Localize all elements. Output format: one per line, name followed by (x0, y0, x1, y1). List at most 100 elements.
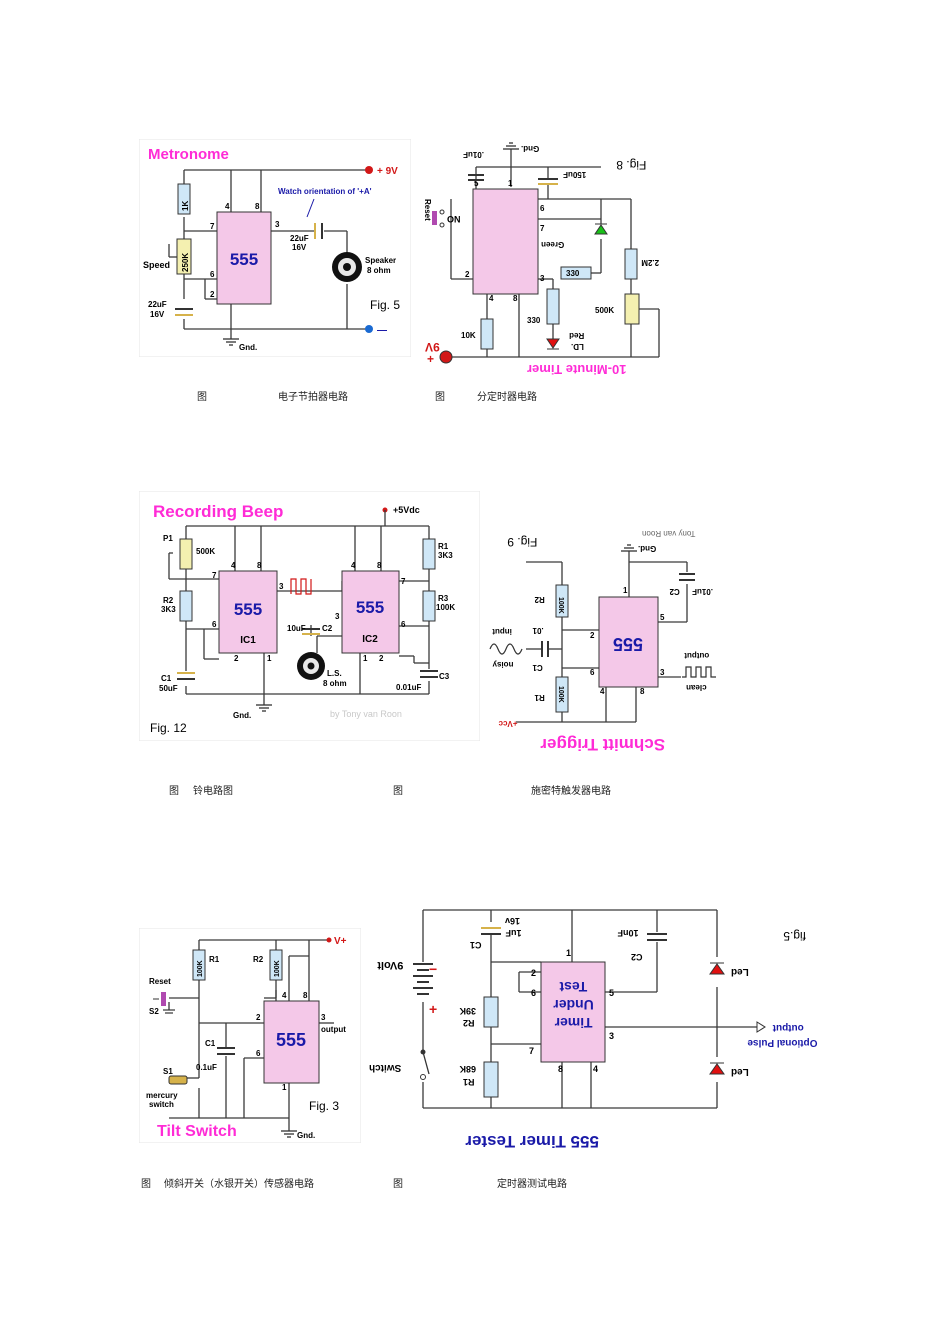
caption-schmitt: 施密特触发器电路 (531, 782, 611, 797)
beep-ic1-pin: 7 (212, 571, 217, 580)
timer-r330a (560, 266, 592, 280)
tester-pin: 1 (566, 948, 571, 958)
beep-ic1 (218, 570, 278, 654)
schmitt-credit: Tony van Roon (642, 529, 695, 538)
tester-pin: 7 (529, 1046, 534, 1056)
schmitt-c1-label: C1 (532, 663, 543, 672)
metronome-neg-dot (365, 325, 373, 333)
timer-gnd-label: Gnd. (521, 144, 539, 153)
caption-metronome: 电子节拍器电路 (278, 388, 348, 403)
caption-text: 分定时器电路 (477, 392, 537, 403)
schmitt-pin: 6 (590, 668, 595, 677)
schmitt-r2 (555, 584, 569, 618)
tester-r1-label: R1 (463, 1077, 475, 1087)
timer-pin: 8 (513, 294, 518, 303)
metronome-r1-label: 1K (181, 201, 190, 211)
tester-pin: 4 (593, 1064, 598, 1074)
timer-pot-label: 500K (595, 306, 614, 315)
tester-c1volt: 16v (505, 916, 520, 926)
caption-text: 施密特触发器电路 (531, 786, 611, 797)
tester-r1 (483, 1061, 499, 1098)
schmitt-c1-value: .01 (532, 626, 544, 635)
metronome-supply-label: + 9V (377, 166, 398, 177)
tilt-r2-label: R2 (253, 955, 264, 964)
beep-fig-label: Fig. 12 (150, 721, 187, 735)
timer-fig-label: Fig. 8 (616, 158, 646, 172)
tilt-output-label: output (321, 1025, 346, 1034)
beep-c3-value: 0.01uF (396, 683, 421, 692)
beep-ic1-label: 555 (234, 600, 262, 619)
metronome-cap2-label: 22uF (290, 234, 309, 243)
timer-title: 10-Minute Timer (527, 362, 626, 377)
beep-c3-label: C3 (439, 672, 450, 681)
timer-pin: 6 (540, 204, 545, 213)
timer-green-label: Green (541, 240, 564, 249)
tilt-pin: 8 (303, 991, 308, 1000)
metronome-gnd-label: Gnd. (239, 343, 257, 352)
timer-reset-switch (432, 209, 445, 228)
tilt-pin: 3 (321, 1013, 326, 1022)
caption-tilt: 倾斜开关（水银开关）传感器电路 (164, 1175, 314, 1190)
tester-pin: 6 (531, 988, 536, 998)
beep-ic2-pin: 1 (363, 654, 368, 663)
metronome-cap1-volt: 16V (150, 310, 165, 319)
timer-c1-label: .01uF (463, 150, 484, 159)
tilt-ic (263, 1000, 320, 1084)
timer-pin: 7 (540, 224, 545, 233)
timer-green-led-icon (594, 223, 608, 235)
schmitt-output-label: output (684, 651, 709, 660)
beep-p1 (179, 538, 193, 570)
beep-gnd-label: Gnd. (233, 711, 251, 720)
metronome-supply-dot (365, 166, 373, 174)
caption-timer: 分定时器电路 (477, 388, 537, 403)
metronome-title: Metronome (148, 146, 229, 163)
tilt-r1-value: 100K (197, 960, 204, 977)
tester-plus-label: + (429, 1001, 437, 1017)
tester-pin: 2 (531, 968, 536, 978)
tester-ic-line3: Timer (554, 1015, 592, 1031)
beep-ic2-name: IC2 (362, 634, 378, 645)
ten-minute-timer-schematic: 555 5 1 6 7 2 3 4 8 .01uF Gnd. 150uF Fig… (423, 142, 660, 377)
beep-ic1-pin: 1 (267, 654, 272, 663)
beep-supply-label: +5Vdc (393, 505, 420, 515)
tilt-switch-schematic: V+ 100K R1 100K R2 Reset S2 555 4 8 2 3 … (139, 928, 361, 1143)
tester-output-label: output (772, 1022, 804, 1033)
metronome-speaker-icon (332, 252, 362, 282)
tilt-c1-value: 0.1uF (196, 1063, 217, 1072)
schmitt-c2-value: .01uF (692, 587, 713, 596)
beep-r3-value: 100K (436, 603, 455, 612)
tilt-reset-label: Reset (149, 977, 171, 986)
timer-pin: 4 (489, 294, 494, 303)
tester-led1-icon (709, 962, 725, 975)
tester-pin: 5 (609, 988, 614, 998)
tilt-s2-label: S2 (149, 1007, 159, 1016)
schmitt-r1-value: 100K (557, 686, 564, 703)
beep-c1-value: 50uF (159, 684, 178, 693)
beep-ic2-pin: 4 (351, 561, 356, 570)
beep-speaker-icon (297, 652, 325, 680)
caption-beep: 铃电路图 (193, 782, 233, 797)
beep-ic1-pin: 6 (212, 620, 217, 629)
caption-fig-mark: 图 (197, 392, 207, 403)
caption-fig-beep: 图 (169, 782, 179, 797)
caption-fig-mark: 图 (141, 1179, 151, 1190)
beep-ic1-pin: 8 (257, 561, 262, 570)
tilt-supply-label: V+ (334, 936, 347, 947)
schmitt-vcc-label: +Vcc (498, 719, 517, 728)
beep-ic2-label: 555 (356, 598, 384, 617)
caption-tester: 定时器测试电路 (497, 1175, 567, 1190)
beep-c1-label: C1 (161, 674, 172, 683)
timer-reset-label: Reset (423, 199, 432, 221)
beep-ic2-pin: 6 (401, 620, 406, 629)
timer-supply-label: 9V (425, 340, 440, 354)
schmitt-noisy-label: noisy (492, 660, 513, 669)
tester-pin: 3 (609, 1031, 614, 1041)
metronome-pin: 4 (225, 202, 230, 211)
schmitt-c2 (679, 573, 695, 581)
schmitt-c1 (541, 641, 549, 657)
schmitt-pin: 5 (660, 613, 665, 622)
tilt-mercury-switch-icon (168, 1075, 188, 1085)
tilt-ground-icon-small (163, 1009, 175, 1014)
caption-text: 电子节拍器电路 (278, 392, 348, 403)
timer-ground-icon (503, 142, 519, 150)
